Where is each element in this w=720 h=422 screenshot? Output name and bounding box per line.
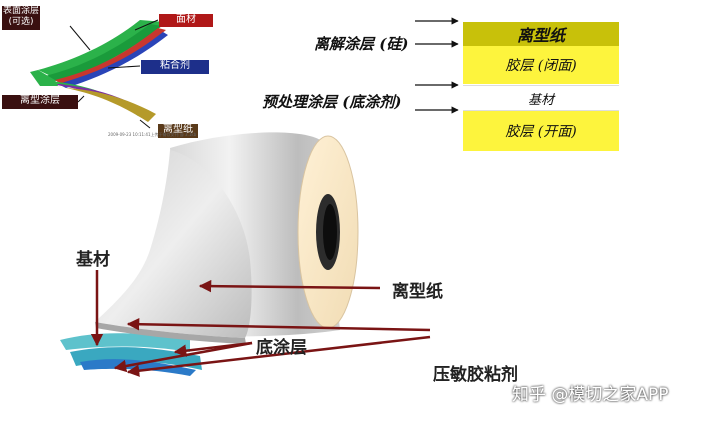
- separation-illustration: [30, 19, 168, 129]
- label-release-coating-silicone: 离解涂层 (硅): [314, 35, 409, 53]
- label-release-paper-small: 离型纸: [158, 124, 198, 138]
- label-primer: 底涂层: [256, 338, 307, 358]
- label-adhesive: 粘合剂: [141, 60, 209, 74]
- watermark: 知乎 @模切之家APP: [512, 385, 669, 405]
- roll-pointer-arrows: [90, 270, 431, 377]
- label-primer-coating: 预处理涂层 (底涂剂): [262, 93, 402, 111]
- label-release-coating: 离型涂层: [2, 95, 78, 109]
- label-surface-coating: 表面涂层 (可选): [2, 6, 40, 30]
- label-substrate: 基材: [76, 250, 110, 270]
- image-caption: 2009-09-23 10:11:41上传于餐饮文刊 @ 3.1kb: [108, 132, 197, 137]
- layer-substrate: 基材: [463, 85, 619, 111]
- label-pressure-sensitive-adhesive: 压敏胶粘剂: [433, 365, 518, 385]
- layer-adhesive-open: 胶层 (开面): [463, 111, 619, 151]
- layer-release-paper: 离型纸: [463, 22, 619, 46]
- layer-adhesive-closed: 胶层 (闭面): [463, 46, 619, 84]
- label-release-paper: 离型纸: [392, 282, 443, 302]
- label-face-material: 面材: [159, 14, 213, 27]
- layer-pointer-arrows: [415, 17, 459, 114]
